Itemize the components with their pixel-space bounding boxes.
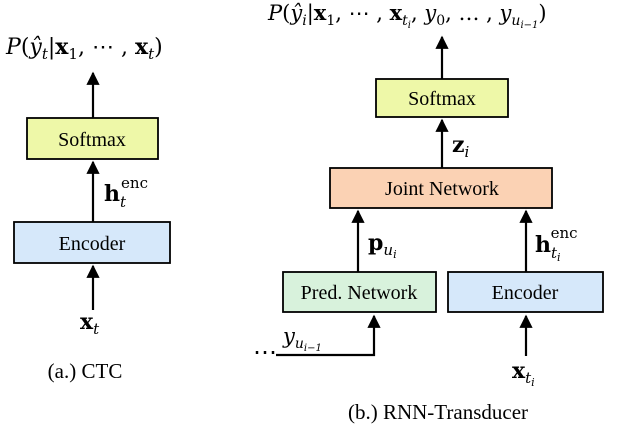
ctc-caption: (a.) CTC: [48, 359, 123, 383]
rnnt-softmax-label: Softmax: [408, 88, 476, 110]
rnnt-caption: (b.) RNN-Transducer: [348, 400, 528, 424]
ctc-encoder-box: [13, 221, 171, 264]
rnnt-p-label: pui: [368, 230, 397, 261]
rnnt-arrow-prev-pred: [276, 314, 381, 357]
rnnt-joint-network-label: Joint Network: [385, 178, 499, 200]
rnnt-panel: P(ŷi|x1, ⋯ , xti, y0, … , yui−1) Softmax…: [253, 0, 604, 424]
ctc-input-label: xt: [80, 309, 100, 338]
rnnt-encoder-box: [447, 271, 604, 313]
rnnt-h-label: htienc: [535, 224, 578, 264]
ctc-output-label: P(ŷt|x1, ⋯ , xt): [5, 34, 163, 63]
rnnt-pred-network-box: [282, 271, 437, 313]
ctc-softmax-label: Softmax: [58, 129, 126, 151]
rnnt-encoder-label: Encoder: [492, 282, 559, 304]
rnnt-ellipsis: ⋯: [253, 338, 277, 366]
rnnt-input-label: xti: [512, 358, 535, 389]
rnnt-prev-label: yui−1: [282, 324, 322, 354]
rnnt-output-label: P(ŷi|x1, ⋯ , xti, y0, … , yui−1): [267, 0, 547, 31]
rnnt-joint-network-box: [329, 167, 553, 209]
rnnt-softmax-box: [375, 78, 509, 118]
ctc-hidden-label: htenc: [104, 174, 148, 211]
rnnt-pred-network-label: Pred. Network: [301, 282, 418, 304]
rnnt-z-label: zi: [452, 132, 470, 161]
ctc-panel: P(ŷt|x1, ⋯ , xt) Softmax htenc Encoder x…: [5, 34, 171, 383]
ctc-softmax-box: [26, 117, 159, 160]
ctc-encoder-label: Encoder: [59, 233, 126, 255]
